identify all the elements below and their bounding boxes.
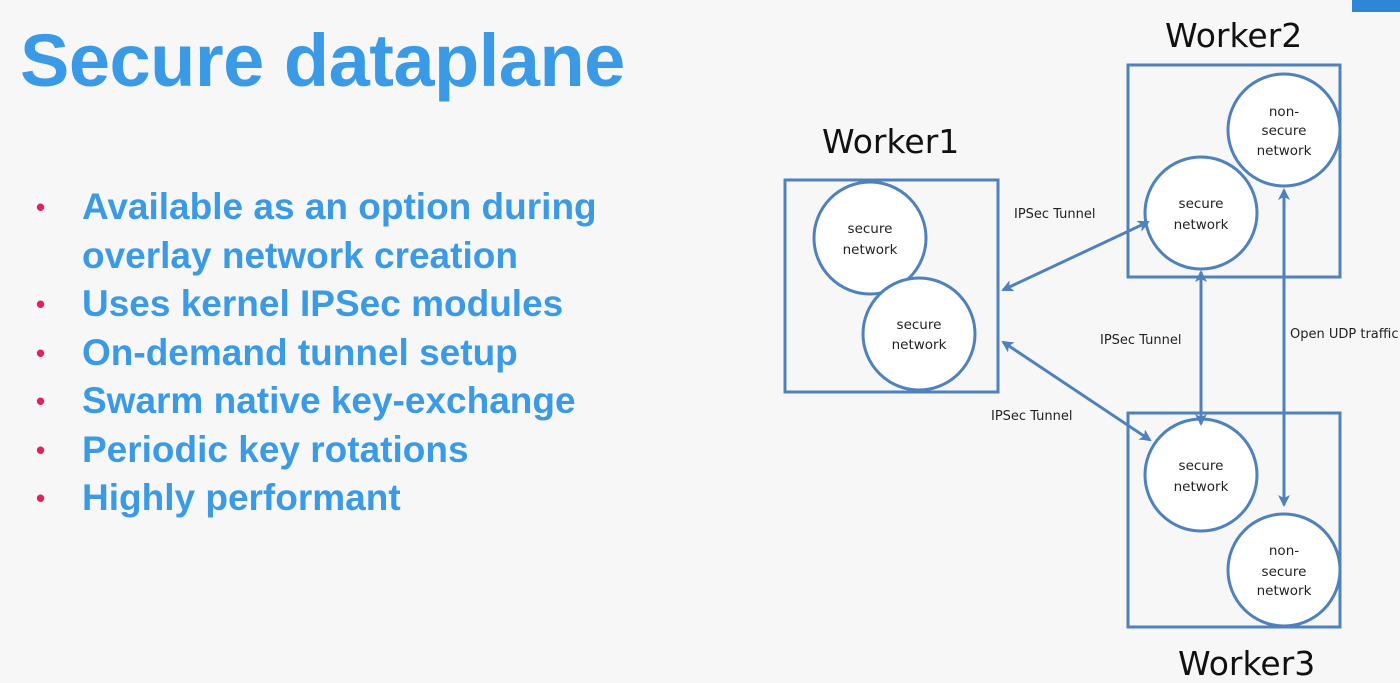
bullet-text: Highly performant <box>82 477 401 518</box>
bullet-text: Periodic key rotations <box>82 428 469 470</box>
worker3-box <box>1126 411 1342 629</box>
bullet-item: • Swarm native key-exchange <box>30 377 670 426</box>
corner-tab <box>1352 0 1400 12</box>
node-label: network <box>892 337 947 353</box>
bullet-item: • Available as an option during overlay … <box>30 183 670 280</box>
w1-secure-network-a: secure network <box>812 180 928 296</box>
node-label: network <box>843 242 898 258</box>
node-label: secure <box>848 221 893 237</box>
node-label: secure <box>1262 564 1307 580</box>
w2-secure-network: secure network <box>1143 155 1259 271</box>
node-label: secure <box>897 317 942 333</box>
edge-label-udp: Open UDP traffic <box>1290 327 1398 342</box>
bullet-list: • Available as an option during overlay … <box>30 183 670 523</box>
bullet-text: Available as an option during <box>82 186 597 227</box>
node-label: network <box>1174 479 1229 495</box>
bullet-dot: • <box>36 483 46 513</box>
w3-secure-network: secure network <box>1143 417 1259 533</box>
bullet-item: • Highly performant <box>30 474 670 523</box>
w3-nonsecure-network: non- secure network <box>1226 512 1342 628</box>
node-label: secure <box>1179 196 1224 212</box>
node-label: network <box>1257 583 1312 599</box>
tunnel-arrow-w1-w3 <box>1001 340 1152 442</box>
node-label: network <box>1174 217 1229 233</box>
edge-label-w2-w3: IPSec Tunnel <box>1100 333 1182 348</box>
w1-secure-network-b: secure network <box>861 276 977 392</box>
bullet-dot: • <box>36 289 46 319</box>
edge-label-w1-w3: IPSec Tunnel <box>991 409 1073 424</box>
worker3-title: Worker3 <box>1178 644 1315 683</box>
node-label: network <box>1257 143 1312 159</box>
worker2-box <box>1126 63 1342 279</box>
bullet-dot: • <box>36 337 46 368</box>
tunnel-arrow-w1-w2 <box>1001 220 1150 292</box>
bullet-item: • Periodic key rotations <box>30 426 670 475</box>
bullet-item: • On-demand tunnel setup <box>30 329 670 378</box>
bullet-dot: • <box>36 434 46 465</box>
bullet-item: • Uses kernel IPSec modules <box>30 280 670 329</box>
edge-label-w1-w2: IPSec Tunnel <box>1014 207 1096 222</box>
worker1-box <box>783 178 1000 394</box>
node-label: secure <box>1179 458 1224 474</box>
node-label: secure <box>1262 123 1307 139</box>
slide-title: Secure dataplane <box>20 19 625 102</box>
bullet-text: On-demand tunnel setup <box>82 331 518 373</box>
bullet-dot: • <box>36 386 46 416</box>
worker1-title: Worker1 <box>822 122 959 161</box>
bullet-text: Uses kernel IPSec modules <box>82 283 564 324</box>
w2-nonsecure-network: non- secure network <box>1226 72 1342 188</box>
node-label: non- <box>1269 104 1299 120</box>
node-label: non- <box>1269 543 1299 559</box>
bullet-text-continued: overlay network creation <box>82 234 518 276</box>
bullet-dot: • <box>36 192 46 222</box>
worker2-title: Worker2 <box>1165 16 1302 55</box>
bullet-text: Swarm native key-exchange <box>82 380 576 421</box>
